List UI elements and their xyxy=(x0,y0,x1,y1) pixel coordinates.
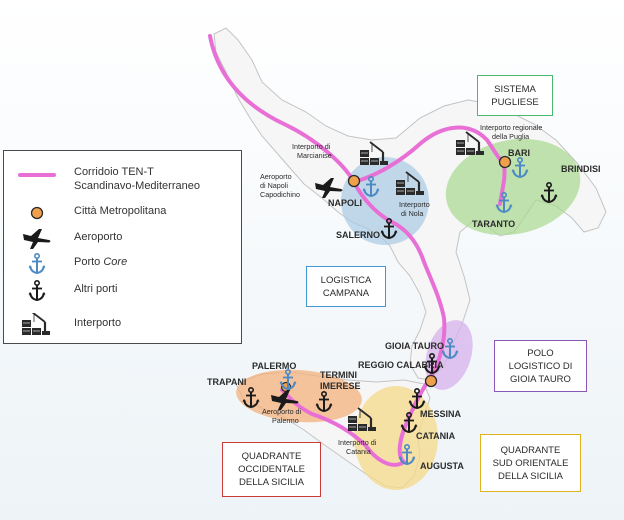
box-sud-orientale-line2: SUD ORIENTALE xyxy=(492,457,569,469)
label-interporto-nola-line1: Interporto xyxy=(399,200,430,209)
label-brindisi: BRINDISI xyxy=(561,164,601,174)
label-salerno: SALERNO xyxy=(336,230,380,240)
box-occidentale-line3: DELLA SICILIA xyxy=(239,477,304,488)
label-interporto-puglia-line2: della Puglia xyxy=(492,132,529,141)
legend-corridor-swatch xyxy=(18,173,56,177)
zone-puglia xyxy=(445,138,581,236)
label-aeroporto-palermo-line1: Aeroporto di xyxy=(262,407,302,416)
box-pugliese-line1: SISTEMA xyxy=(494,83,536,95)
label-palermo: PALERMO xyxy=(252,361,296,371)
label-interporto-catania-line1: Interporto di xyxy=(338,438,377,447)
box-gioia-line2: LOGISTICO DI xyxy=(508,360,573,372)
label-catania: CATANIA xyxy=(416,431,456,441)
box-logistica-campana: LOGISTICA CAMPANA xyxy=(306,266,386,307)
legend-core-port-prefix: Porto xyxy=(74,256,104,268)
metro-dot-reggio xyxy=(424,374,438,388)
legend-row-airport: Aeroporto xyxy=(4,227,241,251)
label-taranto: TARANTO xyxy=(472,219,515,229)
label-aeroporto-napoli-line3: Capodichino xyxy=(260,190,300,199)
label-bari: BARI xyxy=(508,148,530,158)
legend-interport-label: Interporto xyxy=(74,317,122,329)
legend-interport-icon xyxy=(20,313,52,337)
box-occidentale-line2: OCCIDENTALE xyxy=(238,464,305,475)
box-quadrante-sud-orientale: QUADRANTE SUD ORIENTALE DELLA SICILIA xyxy=(480,434,581,492)
label-reggio-calabria: REGGIO CALABRIA xyxy=(358,360,444,370)
legend-row-other-ports: Altri porti xyxy=(4,279,241,303)
box-campana-line2: CAMPANA xyxy=(322,287,370,299)
legend-corridor-line1: Corridoio TEN-T xyxy=(74,166,154,178)
map-legend: Corridoio TEN-T Scandinavo-Mediterraneo … xyxy=(3,150,242,344)
box-sud-orientale-line3: DELLA SICILIA xyxy=(498,470,563,482)
box-gioia-line1: POLO xyxy=(527,347,554,359)
label-aeroporto-napoli-line1: Aeroporto xyxy=(260,172,292,181)
legend-other-ports-label: Altri porti xyxy=(74,283,118,295)
box-occidentale-line1: QUADRANTE xyxy=(241,451,302,462)
legend-row-corridor: Corridoio TEN-T Scandinavo-Mediterraneo xyxy=(4,165,241,192)
label-aeroporto-napoli-line2: di Napoli xyxy=(260,181,288,190)
legend-row-interport: Interporto xyxy=(4,313,241,337)
legend-core-port-anchor-icon xyxy=(27,252,47,274)
legend-metro-city-label: Città Metropolitana xyxy=(74,205,167,217)
legend-row-metro-city: Città Metropolitana xyxy=(4,201,241,225)
zone-sicily-west xyxy=(236,369,362,423)
label-termini-line2: IMERESE xyxy=(320,381,361,391)
label-interporto-nola-line2: di Nola xyxy=(401,209,423,218)
legend-other-port-anchor-icon xyxy=(27,279,47,301)
label-termini-line1: TERMINI xyxy=(320,370,357,380)
box-pugliese-line2: PUGLIESE xyxy=(491,96,539,108)
label-aeroporto-palermo-line2: Palermo xyxy=(272,416,299,425)
label-interporto-marcianise-line1: Interporto di xyxy=(292,142,331,151)
label-augusta: AUGUSTA xyxy=(420,461,464,471)
legend-metro-city-icon xyxy=(30,206,44,220)
label-napoli: NAPOLI xyxy=(328,198,362,208)
label-interporto-catania-line2: Catania xyxy=(346,447,371,456)
label-trapani: TRAPANI xyxy=(207,377,246,387)
legend-core-port-emphasis: Core xyxy=(103,256,128,268)
metro-dot-bari xyxy=(498,155,512,169)
label-interporto-puglia-line1: Interporto regionale xyxy=(480,123,542,132)
box-campana-line1: LOGISTICA xyxy=(320,274,372,286)
box-sistema-pugliese: SISTEMA PUGLIESE xyxy=(477,75,553,116)
box-quadrante-occidentale: QUADRANTE OCCIDENTALE DELLA SICILIA xyxy=(222,442,321,497)
label-messina: MESSINA xyxy=(420,409,462,419)
label-gioia-tauro: GIOIA TAURO xyxy=(385,341,444,351)
box-sud-orientale-line1: QUADRANTE xyxy=(500,444,561,456)
legend-core-port-label: Porto Core xyxy=(74,256,127,268)
legend-airplane-icon xyxy=(23,229,51,249)
box-gioia-line3: GIOIA TAURO xyxy=(510,373,571,385)
legend-row-core-port: Porto Core xyxy=(4,252,241,276)
legend-corridor-label: Corridoio TEN-T Scandinavo-Mediterraneo xyxy=(74,165,200,193)
box-polo-gioia-tauro: POLO LOGISTICO DI GIOIA TAURO xyxy=(494,340,587,392)
metro-dot-napoli xyxy=(347,174,361,188)
legend-airport-label: Aeroporto xyxy=(74,231,123,243)
label-interporto-marcianise-line2: Marcianise xyxy=(297,151,332,160)
zone-sicily-east xyxy=(354,386,438,490)
legend-corridor-line2: Scandinavo-Mediterraneo xyxy=(74,180,200,192)
